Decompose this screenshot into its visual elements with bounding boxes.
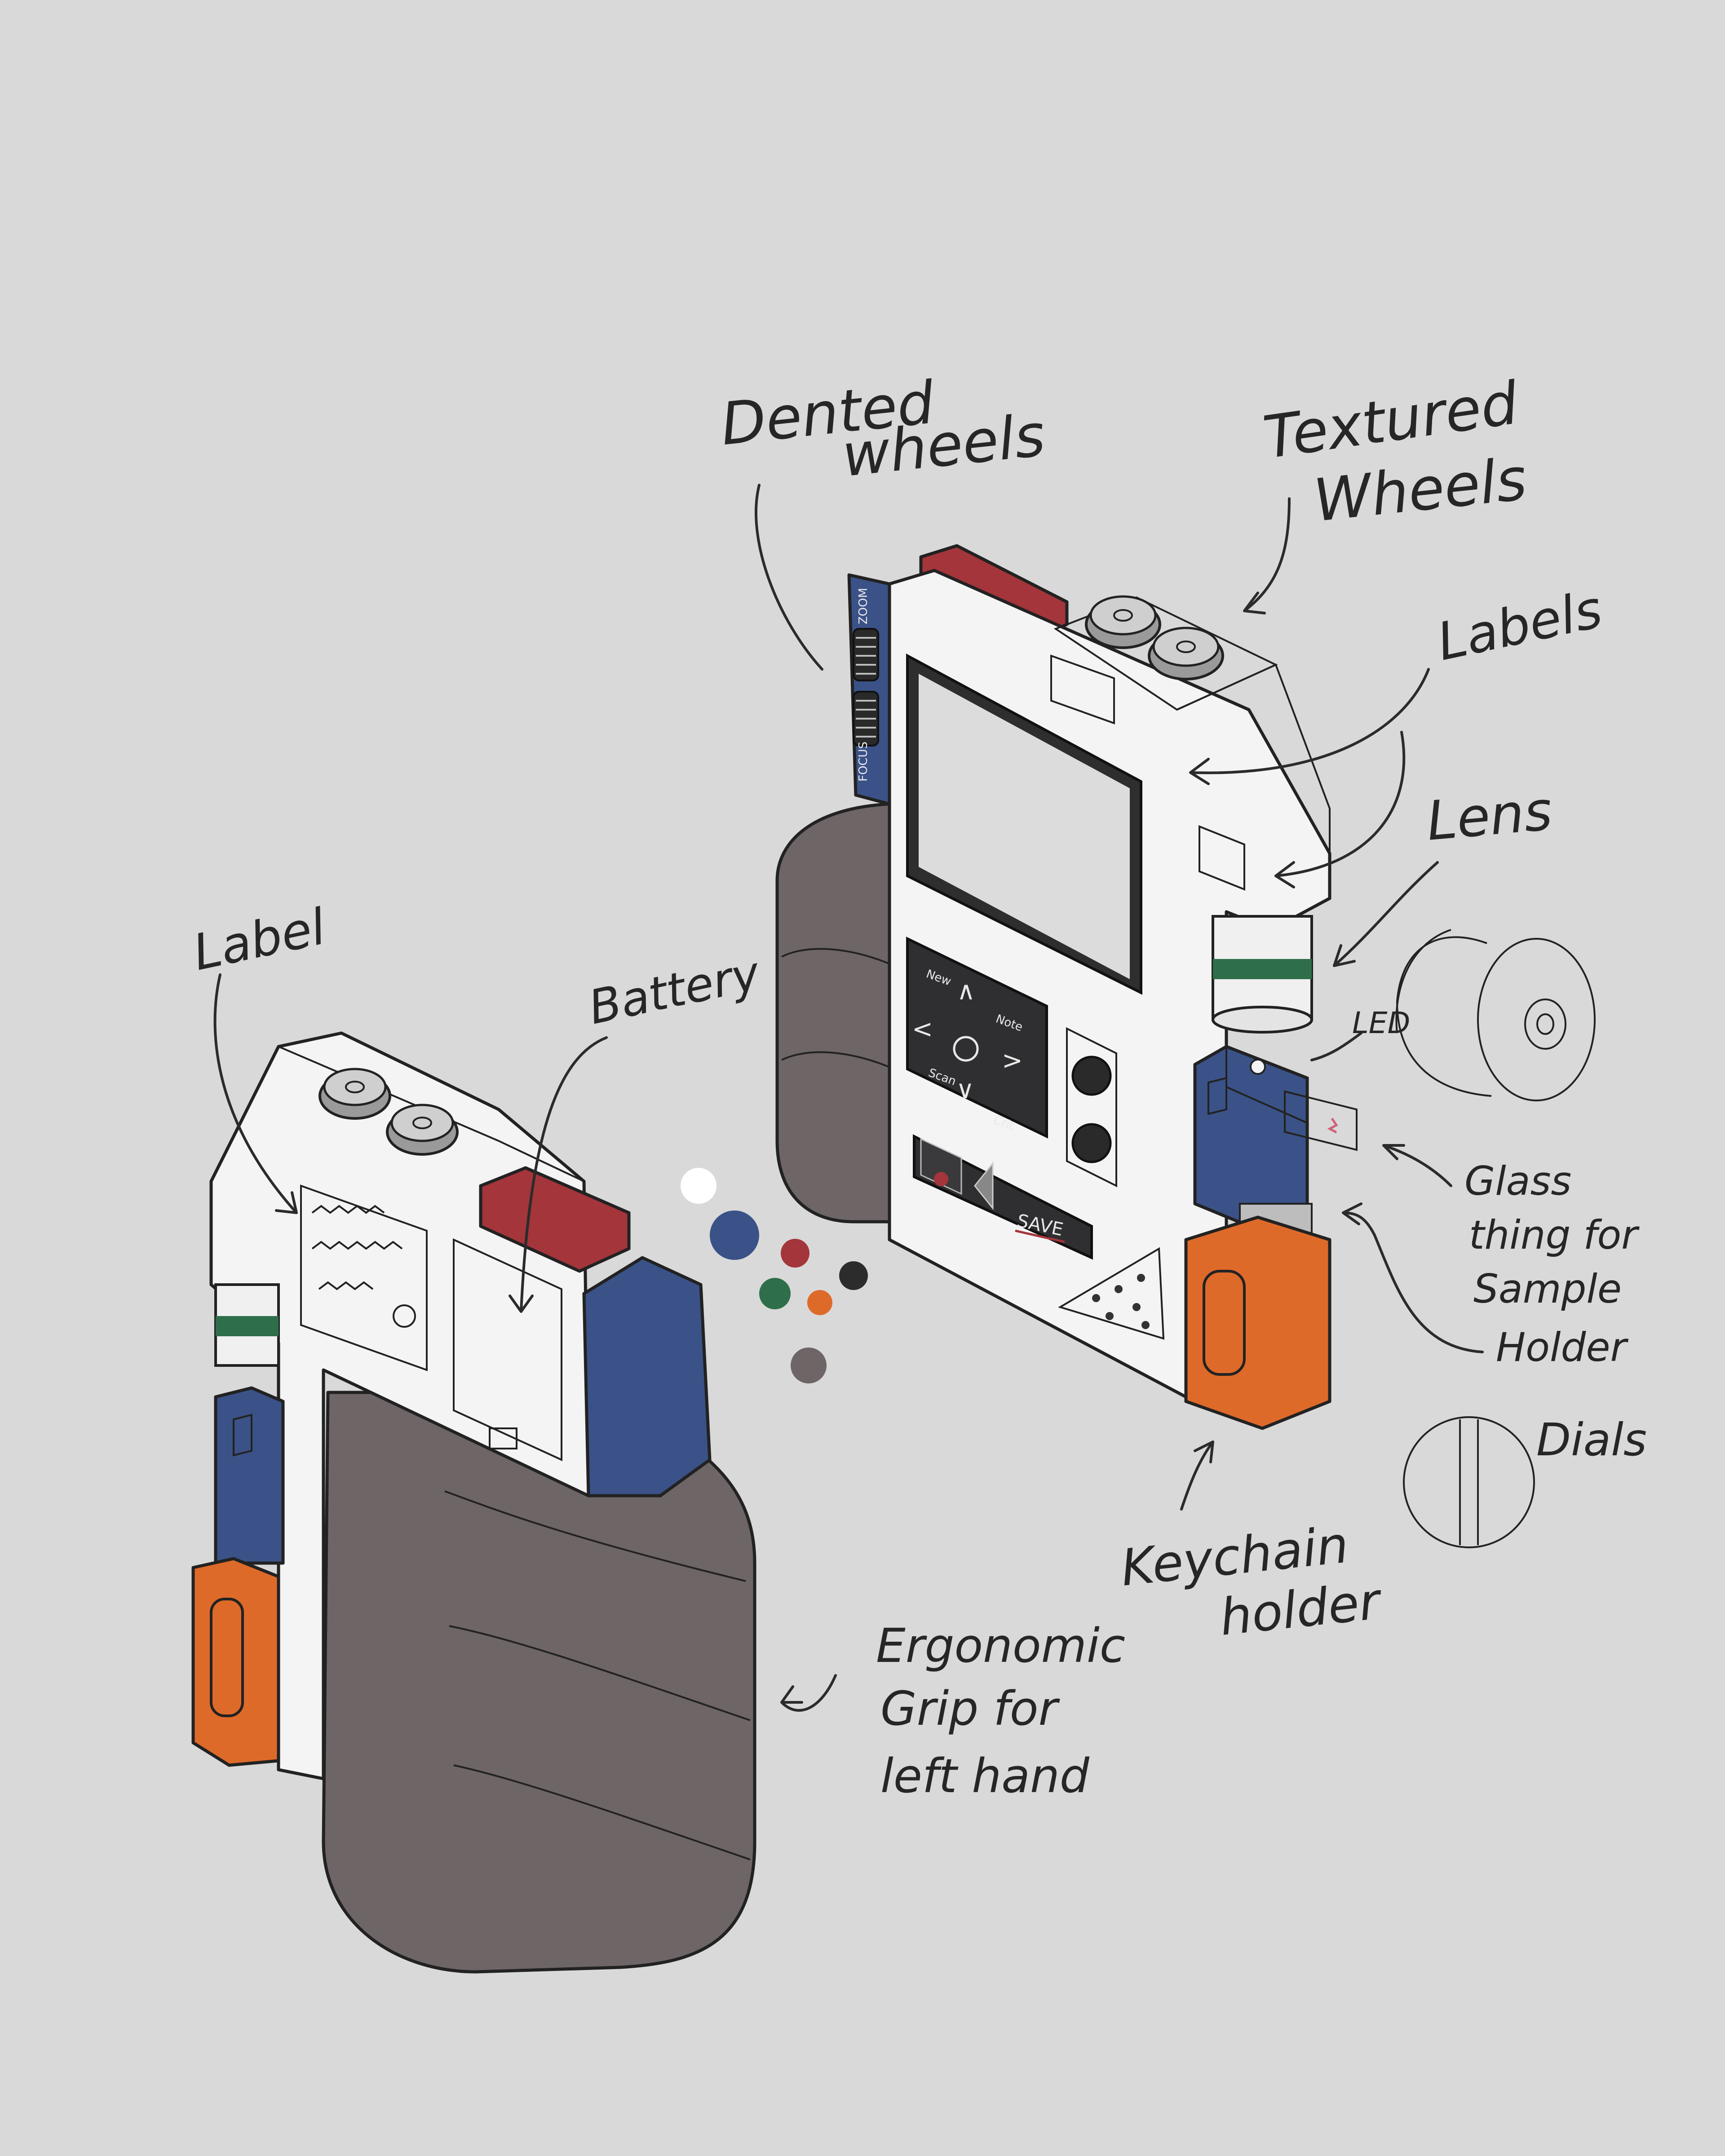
- led-light: [1250, 1059, 1266, 1075]
- annotation-glass-2: thing for: [1469, 1212, 1640, 1258]
- zoom-wheel[interactable]: [853, 628, 879, 681]
- dpad-right[interactable]: >: [1002, 1046, 1023, 1075]
- dpad-up[interactable]: ∧: [957, 976, 975, 1006]
- swatch-grey: [791, 1348, 827, 1383]
- dial-1[interactable]: [1071, 1056, 1112, 1096]
- dial-2[interactable]: [1071, 1123, 1112, 1163]
- annotation-glass-1: Glass: [1464, 1158, 1571, 1204]
- textured-wheel-2[interactable]: [1148, 627, 1224, 680]
- dials-panel: [1066, 1027, 1117, 1188]
- lens-window: [1199, 825, 1245, 891]
- annotation-glass-3: Sample: [1473, 1266, 1622, 1312]
- annotation-labels: Labels: [1432, 579, 1607, 672]
- dpad-center[interactable]: [953, 1036, 979, 1062]
- focus-wheel[interactable]: [853, 691, 879, 747]
- record-button[interactable]: [920, 1138, 962, 1195]
- back-wheel-2[interactable]: [386, 1104, 459, 1156]
- swatch-green: [759, 1278, 791, 1309]
- annotation-ergonomic-2: Grip for: [880, 1681, 1061, 1736]
- back-grip: [322, 1391, 756, 1974]
- leader-lines: [213, 484, 1484, 1712]
- annotation-ergonomic-3: left hand: [880, 1749, 1090, 1803]
- battery-door[interactable]: [453, 1238, 562, 1462]
- speaker-grille: [1058, 1247, 1165, 1340]
- textured-wheel-1[interactable]: [1085, 595, 1161, 649]
- back-device: [191, 1031, 756, 1974]
- back-red-cap[interactable]: [479, 1166, 631, 1273]
- lens-detail-sketch: [1395, 929, 1596, 1101]
- keychain-holder[interactable]: [1184, 1215, 1331, 1430]
- keypad-panel: [906, 937, 1048, 1139]
- dial-detail-sketch: [1403, 1416, 1535, 1548]
- swatch-white: [681, 1168, 717, 1204]
- back-label-panel: [300, 1184, 428, 1371]
- dpad-down[interactable]: ∨: [956, 1075, 974, 1105]
- lens-barrel: [1212, 915, 1313, 1034]
- color-swatches: [681, 1168, 868, 1383]
- glass-slide: [1284, 1090, 1358, 1151]
- zoom-label: ZOOM: [857, 588, 870, 624]
- front-grip: [775, 802, 905, 1224]
- head-label: [1050, 654, 1115, 725]
- annotation-glass-4: Holder: [1496, 1324, 1628, 1370]
- swatch-black: [839, 1261, 868, 1290]
- annotation-battery: Battery: [584, 945, 765, 1035]
- annotation-led: LED: [1352, 1006, 1410, 1040]
- back-keychain-holder: [191, 1557, 280, 1767]
- swatch-red: [781, 1239, 809, 1268]
- back-lens: [214, 1283, 280, 1367]
- mode-button-icon[interactable]: [974, 1161, 994, 1211]
- annotation-label: Label: [188, 897, 331, 981]
- focus-label: FOCUS: [857, 742, 870, 782]
- annotation-dials: Dials: [1536, 1414, 1647, 1466]
- back-sample-holder: [214, 1386, 285, 1565]
- back-blue-panel: [582, 1256, 712, 1498]
- dpad-left[interactable]: <: [912, 1015, 933, 1044]
- annotation-lens: Lens: [1424, 780, 1554, 853]
- lens-ring-green: [1213, 959, 1312, 979]
- back-wheel-1[interactable]: [318, 1068, 391, 1120]
- front-device: FOCUS ZOOM New Note Scan Crit: [775, 544, 1358, 1430]
- annotation-ergonomic-1: Ergonomic: [876, 1618, 1125, 1673]
- sample-clip[interactable]: [1208, 1077, 1227, 1115]
- screen-glass: [919, 674, 1130, 979]
- swatch-orange: [807, 1290, 832, 1315]
- swatch-blue: [710, 1211, 759, 1260]
